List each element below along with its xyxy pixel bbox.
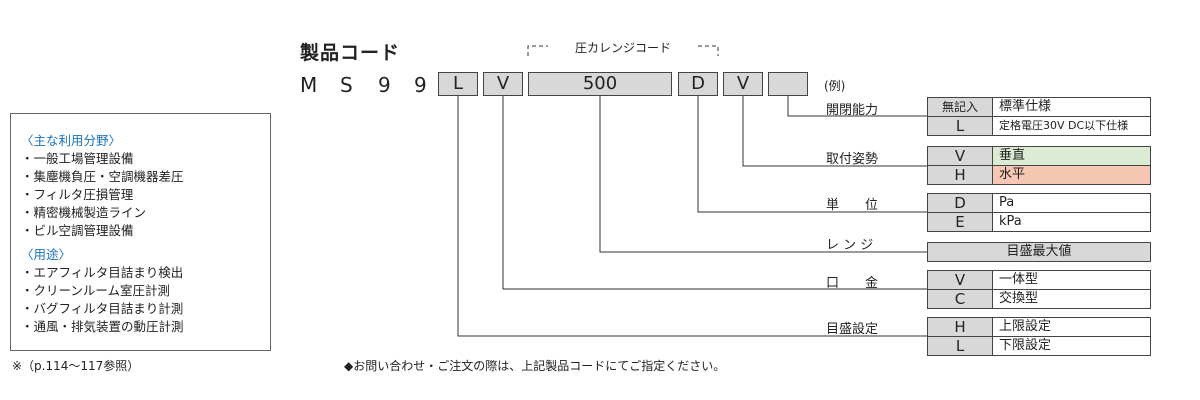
code-letter-9a: 9 bbox=[378, 73, 391, 97]
range-code-label: 圧カレンジコード bbox=[574, 41, 671, 55]
option-desc: 上限設定 bbox=[999, 319, 1052, 334]
code-letter-9b: 9 bbox=[414, 73, 427, 97]
option-desc: Pa bbox=[999, 195, 1015, 210]
code-box-v: V bbox=[483, 72, 523, 96]
param-label-scale: 目盛設定 bbox=[826, 322, 879, 337]
application-box: 〈主な利用分野〉 ・一般工場管理設備 ・集塵機負圧・空調機器差圧 ・フィルタ圧損… bbox=[10, 113, 271, 351]
order-notice: ◆お問い合わせ・ご注文の際は、上記製品コードにてご指定ください。 bbox=[344, 359, 726, 373]
code-letter-s: S bbox=[340, 73, 353, 97]
table-row: 無記入 標準仕様 bbox=[927, 97, 1151, 117]
option-code: E bbox=[928, 213, 993, 231]
field-item: ・ビル空調管理設備 bbox=[21, 223, 134, 238]
page-reference: ※（p.114〜117参照） bbox=[12, 359, 140, 373]
param-label-fitting: 口 金 bbox=[826, 276, 879, 291]
option-desc: 目盛最大値 bbox=[1006, 244, 1072, 259]
option-desc: 水平 bbox=[993, 166, 1150, 184]
field-item: ・一般工場管理設備 bbox=[21, 151, 134, 166]
option-desc: 標準仕様 bbox=[999, 99, 1052, 114]
app-item: ・エアフィルタ目詰まり検出 bbox=[21, 265, 184, 280]
option-code: V bbox=[928, 271, 993, 289]
table-row: D Pa bbox=[927, 193, 1151, 213]
option-desc: 下限設定 bbox=[999, 338, 1052, 353]
table-row: V 垂直 bbox=[927, 146, 1151, 166]
option-code: L bbox=[928, 337, 993, 355]
field-item: ・集塵機負圧・空調機器差圧 bbox=[21, 169, 184, 184]
app-item: ・バグフィルタ目詰まり計測 bbox=[21, 301, 184, 316]
option-code: H bbox=[928, 166, 993, 184]
app-item: ・クリーンルーム室圧計測 bbox=[21, 283, 171, 298]
field-item: ・精密機械製造ライン bbox=[21, 205, 147, 220]
table-row: 目盛最大値 bbox=[927, 242, 1151, 262]
option-desc: 交換型 bbox=[999, 291, 1039, 306]
table-row: C 交換型 bbox=[927, 289, 1151, 309]
option-desc: 定格電圧30V DC以下仕様 bbox=[999, 119, 1129, 132]
option-desc: kPa bbox=[999, 214, 1022, 229]
app-item: ・通風・排気装置の動圧計測 bbox=[21, 319, 184, 334]
option-code: D bbox=[928, 194, 993, 212]
page-title: 製品コード bbox=[300, 42, 401, 64]
option-code: C bbox=[928, 290, 993, 308]
param-label-range: レ ン ジ bbox=[826, 238, 874, 253]
param-label-switching: 開閉能力 bbox=[826, 103, 879, 118]
code-letter-m: M bbox=[300, 73, 318, 97]
option-desc: 一体型 bbox=[999, 272, 1039, 287]
option-code: V bbox=[928, 147, 993, 165]
table-row: E kPa bbox=[927, 212, 1151, 232]
code-box-range: 500 bbox=[528, 72, 672, 96]
option-code: H bbox=[928, 318, 993, 336]
fields-heading: 〈主な利用分野〉 bbox=[21, 133, 122, 148]
code-box-v2: V bbox=[723, 72, 763, 96]
option-desc: 垂直 bbox=[993, 147, 1150, 165]
table-row: L 下限設定 bbox=[927, 336, 1151, 356]
param-label-unit: 単 位 bbox=[826, 198, 879, 213]
option-code: L bbox=[928, 117, 993, 135]
apps-heading: 〈用途〉 bbox=[21, 247, 72, 262]
code-box-blank bbox=[768, 72, 808, 96]
param-label-mounting: 取付姿勢 bbox=[826, 152, 879, 167]
example-label: (例) bbox=[824, 79, 846, 93]
table-row: H 水平 bbox=[927, 165, 1151, 185]
code-box-l: L bbox=[438, 72, 478, 96]
table-row: H 上限設定 bbox=[927, 317, 1151, 337]
table-row: L 定格電圧30V DC以下仕様 bbox=[927, 116, 1151, 136]
code-box-d: D bbox=[678, 72, 718, 96]
field-item: ・フィルタ圧損管理 bbox=[21, 187, 134, 202]
table-row: V 一体型 bbox=[927, 270, 1151, 290]
option-code: 無記入 bbox=[928, 98, 993, 116]
